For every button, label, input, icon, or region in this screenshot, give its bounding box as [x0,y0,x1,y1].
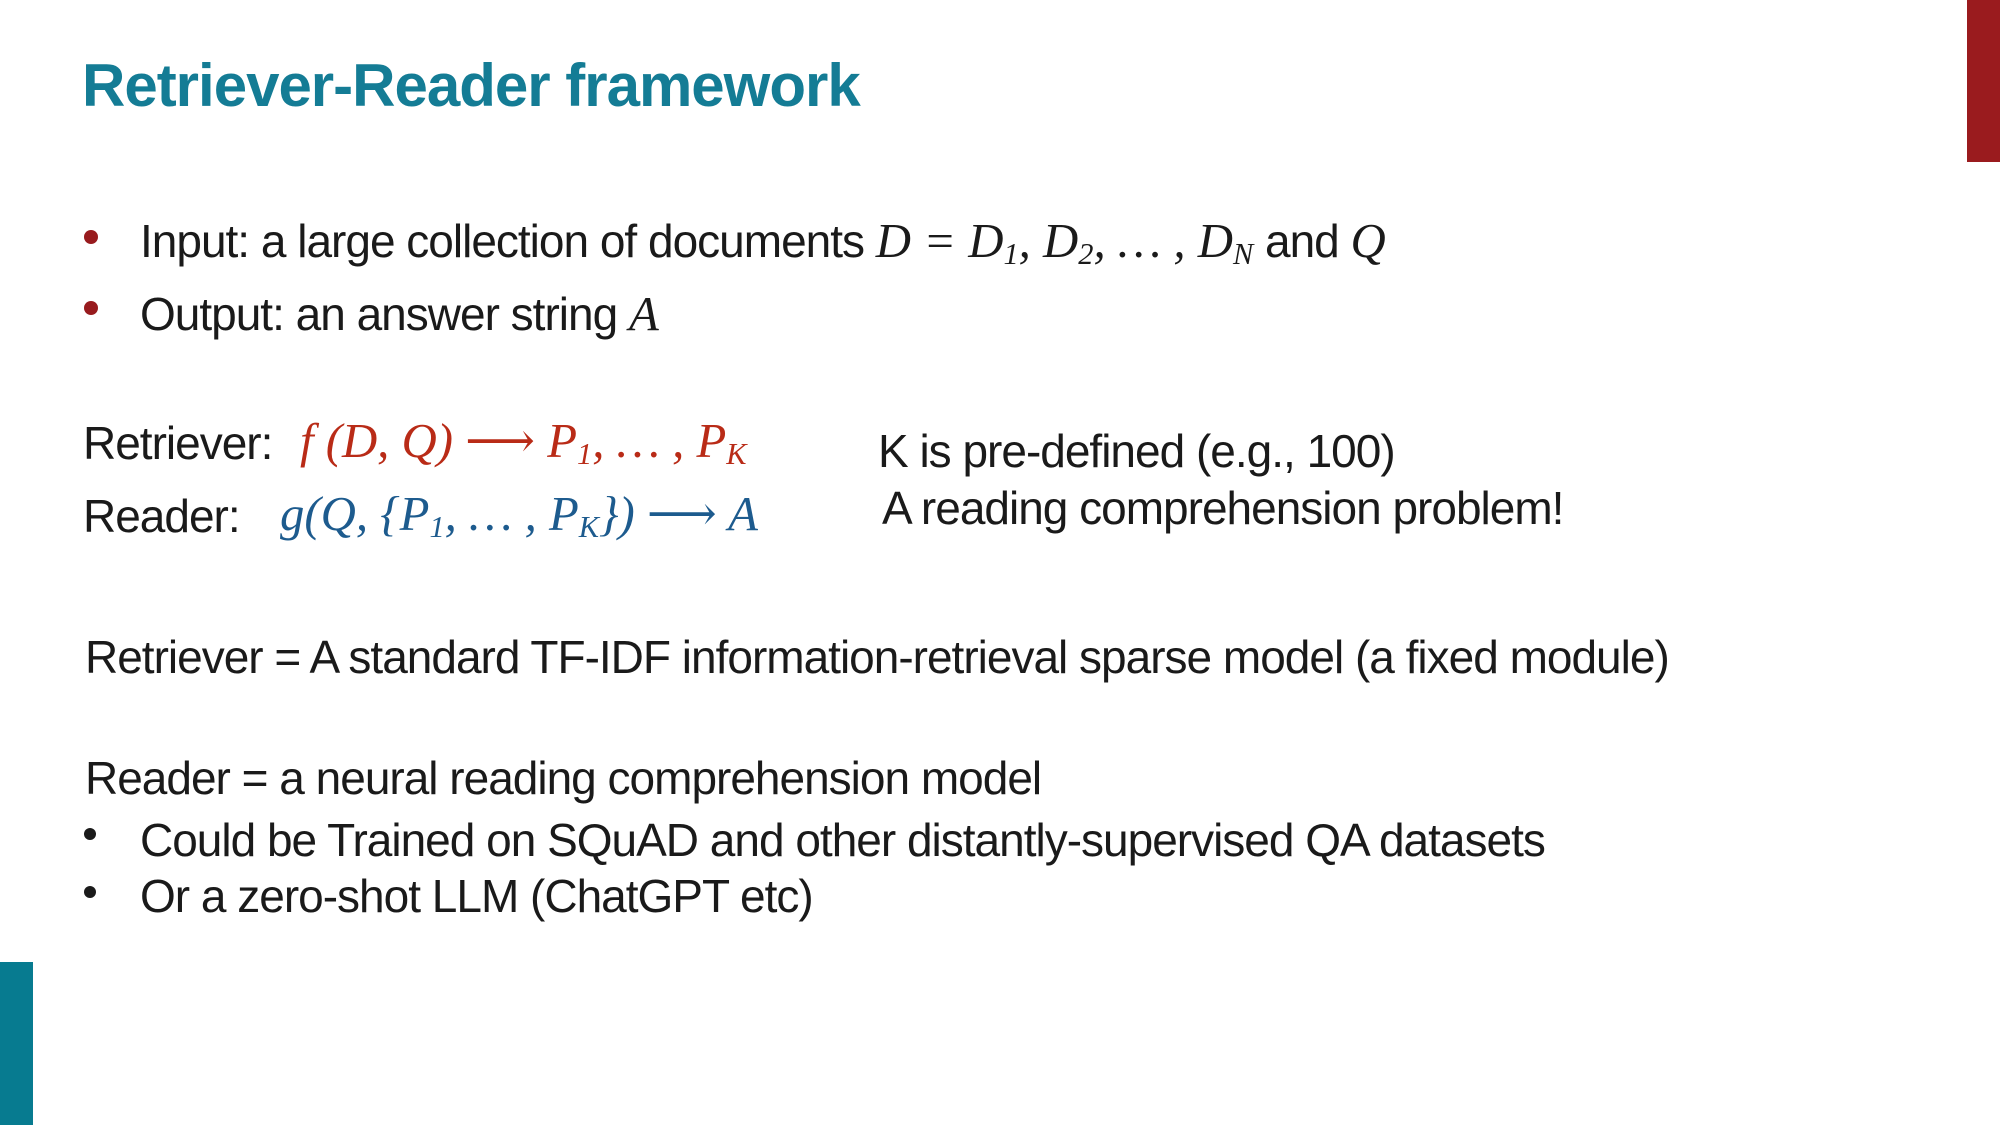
black-bullet-dot [84,886,96,898]
reader-label: Reader: [83,490,241,542]
black-bullet-dot [84,828,96,840]
side-note-reading-comprehension: A reading comprehension problem! [882,482,1564,534]
retriever-label: Retriever: [83,417,273,469]
side-note-k-predefined: K is pre-defined (e.g., 100) [878,425,1396,477]
reader-bullet-squad: Could be Trained on SQuAD and other dist… [140,814,1546,866]
output-bullet-line: Output: an answer string A [140,287,659,341]
retriever-formula: f (D, Q) ⟶ P1, … , PK [300,414,747,471]
reader-definition-line: Reader = a neural reading comprehension … [85,752,1042,804]
input-bullet-line: Input: a large collection of documents D… [140,214,1386,271]
reader-formula: g(Q, {P1, … , PK}) ⟶ A [280,487,758,544]
retriever-definition-line: Retriever = A standard TF-IDF informatio… [85,631,1670,683]
red-bullet-dot [84,230,98,244]
red-bullet-dot [84,301,98,315]
reader-bullet-zeroshot: Or a zero-shot LLM (ChatGPT etc) [140,870,814,922]
bottom-left-accent-bar [0,962,33,1125]
page-title: Retriever-Reader framework [82,52,861,119]
top-right-accent-bar [1967,0,2000,162]
